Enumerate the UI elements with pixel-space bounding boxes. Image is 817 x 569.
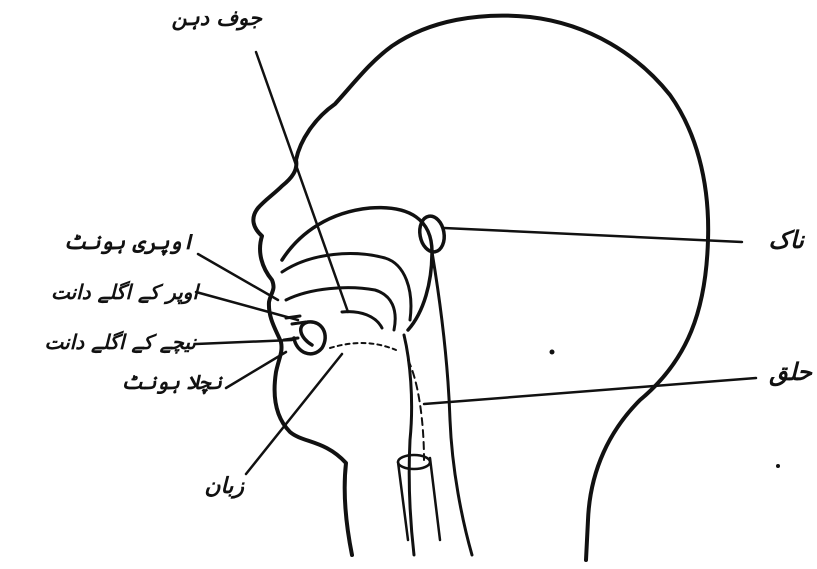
leader-throat xyxy=(424,378,756,404)
leader-lower-teeth xyxy=(196,340,292,344)
label-lower-lip: نچلا ہونٹ xyxy=(82,372,222,392)
tongue-surface xyxy=(330,343,396,350)
trachea xyxy=(398,458,440,540)
label-throat: حلق xyxy=(760,360,812,384)
leader-upper-teeth xyxy=(196,292,298,320)
label-lower-front-teeth: نیچے کے اگلے دانت xyxy=(6,332,196,352)
leader-nose xyxy=(444,228,742,242)
leader-oral-cavity xyxy=(256,52,348,312)
trachea-ring xyxy=(398,455,430,469)
leader-tongue xyxy=(246,354,342,474)
label-nose: ناک xyxy=(748,228,804,252)
label-upper-lip: اوپری ہونٹ xyxy=(22,232,194,253)
head-outline xyxy=(253,16,708,560)
stray-dot xyxy=(776,464,780,468)
label-upper-front-teeth: اوپر کے اگلے دانت xyxy=(8,282,198,302)
stray-dot xyxy=(550,350,555,355)
leader-upper-lip xyxy=(198,254,278,300)
label-tongue: زبان xyxy=(168,476,244,498)
soft-palate xyxy=(342,312,382,328)
label-oral-cavity: جوف دہن xyxy=(152,8,262,29)
